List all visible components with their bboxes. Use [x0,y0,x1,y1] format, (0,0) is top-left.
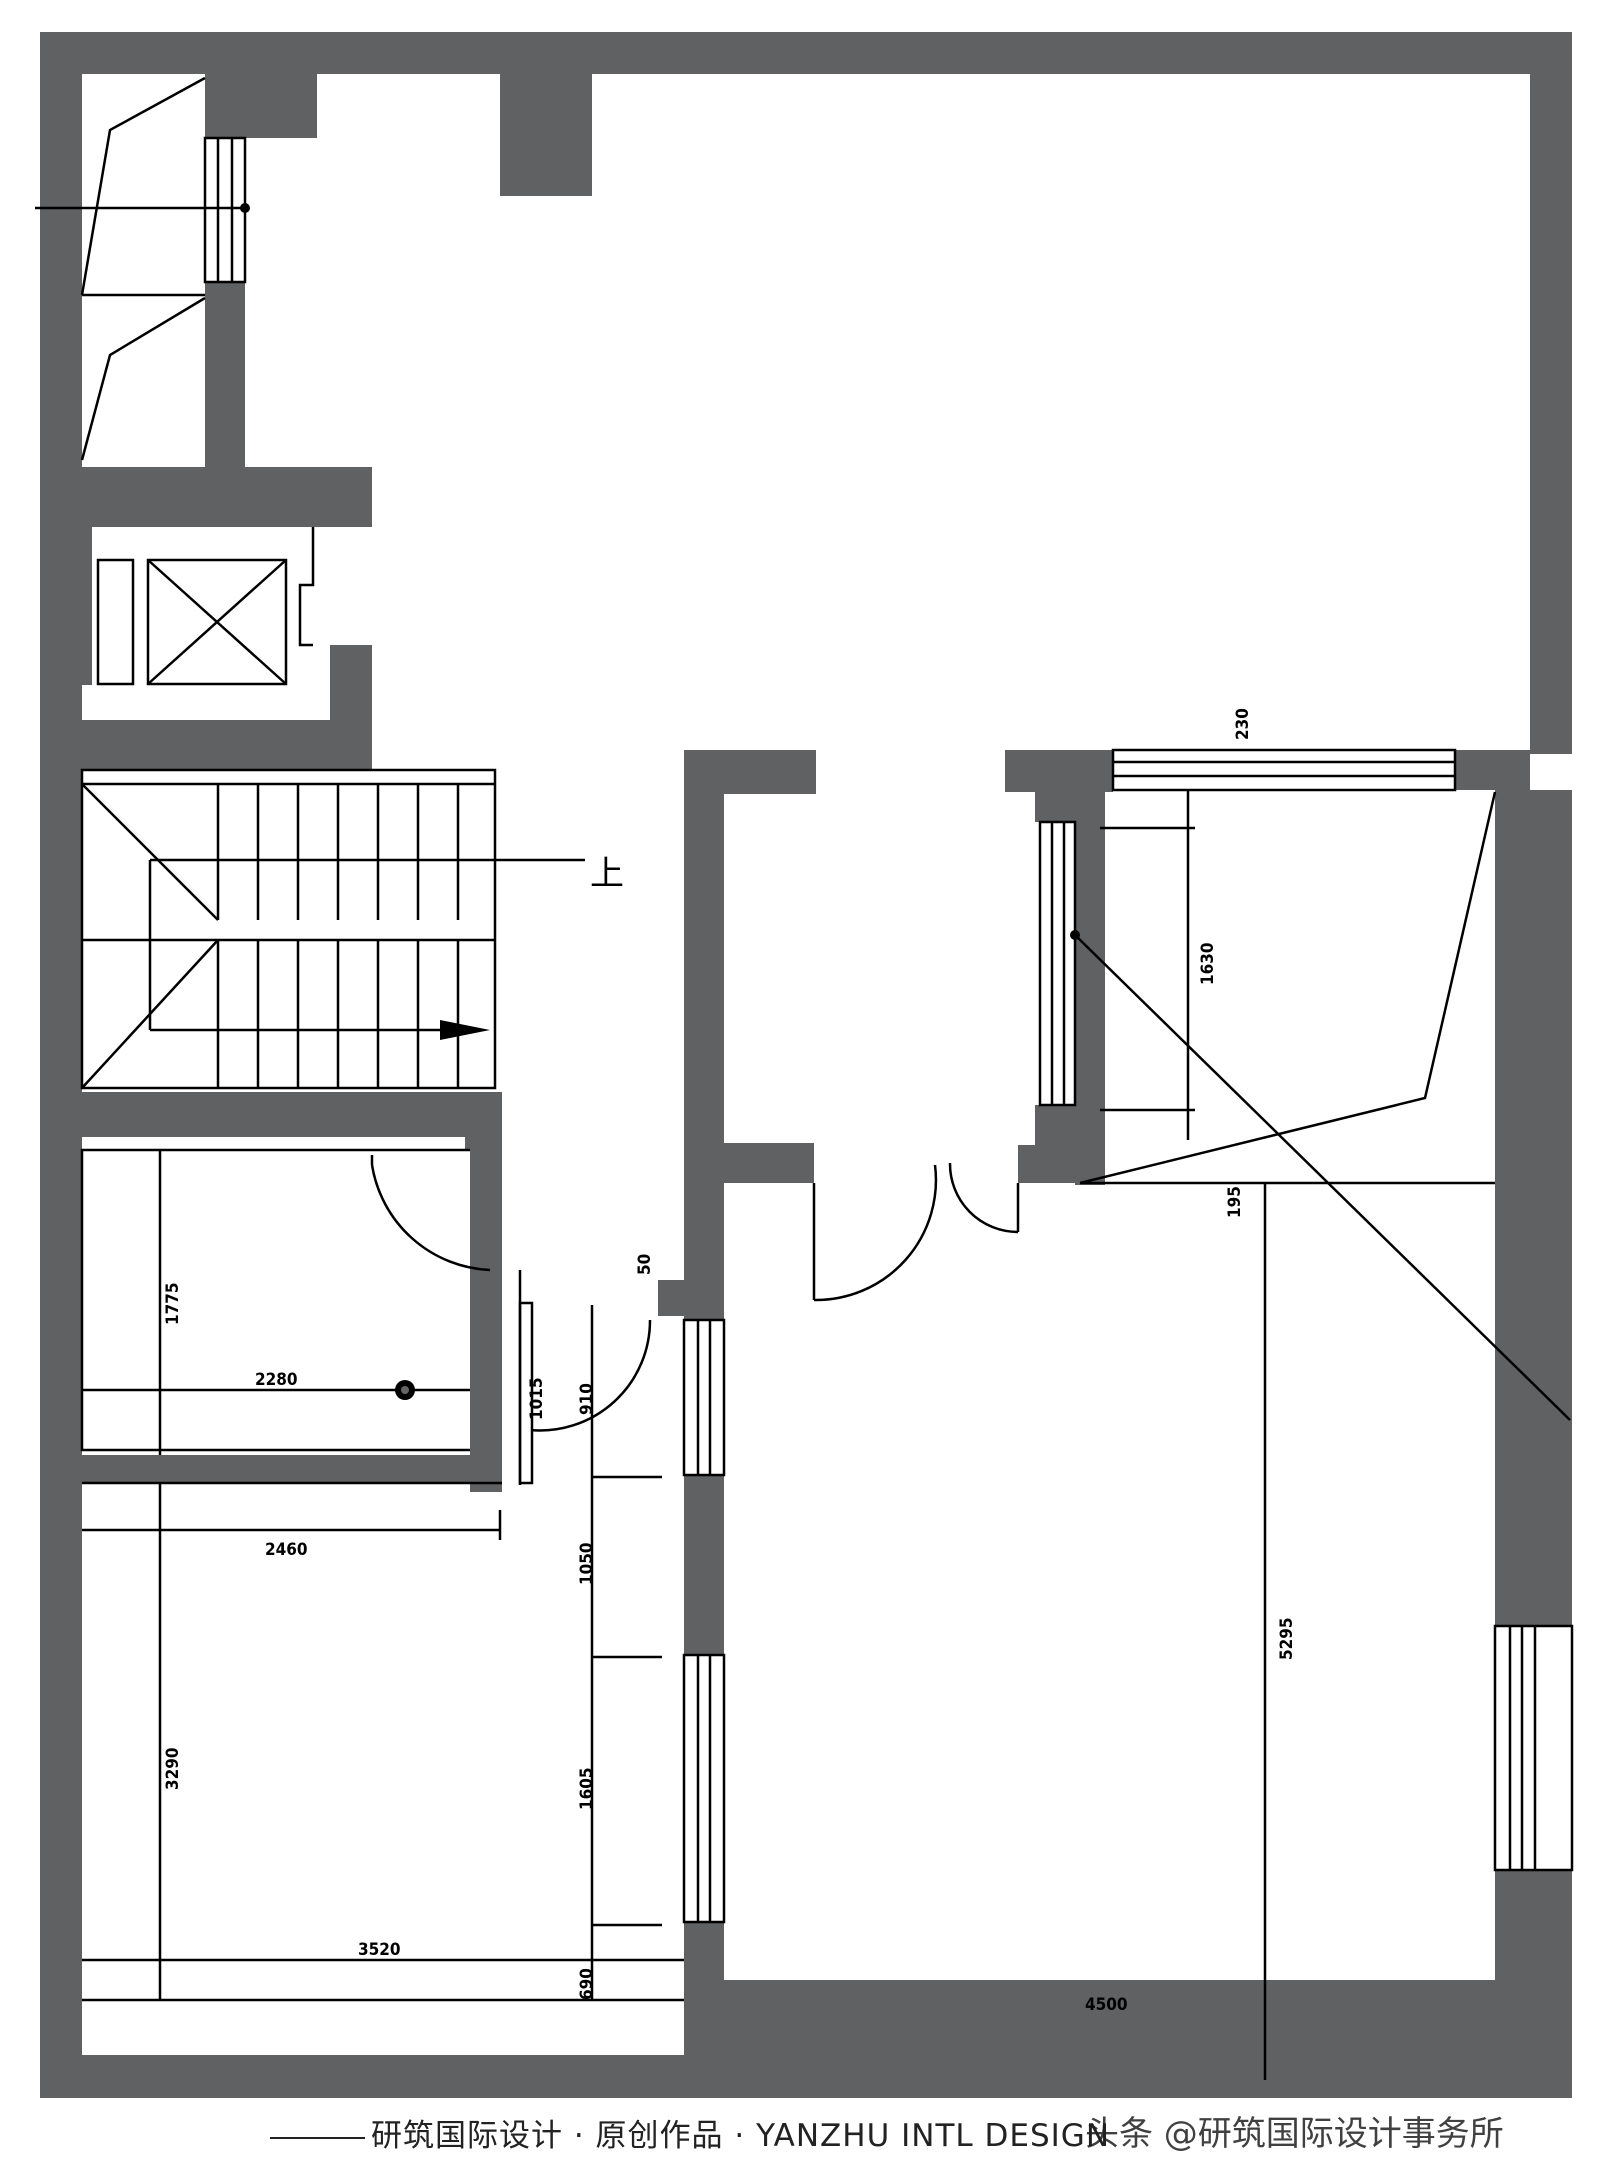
dimension-labels: 230 1630 195 1775 2280 50 1015 910 2460 … [163,708,1297,2015]
stair-treads [216,784,460,1088]
dim-50: 50 [635,1254,655,1275]
dim-2280: 2280 [255,1370,298,1390]
dim-1605: 1605 [577,1767,597,1810]
staircase: 上 [80,768,624,1090]
elevator [96,527,315,686]
dim-3520: 3520 [358,1940,401,1960]
left-rooms [80,1140,684,2002]
top-left-shelving [35,76,250,461]
pivot-dot-right [1070,930,1080,940]
dim-3290: 3290 [163,1747,183,1790]
dim-1050: 1050 [577,1542,597,1585]
dim-195: 195 [1225,1186,1245,1218]
dim-1775: 1775 [163,1282,183,1325]
dim-5295: 5295 [1277,1617,1297,1660]
dim-230: 230 [1233,708,1253,740]
center-doors [812,1162,1020,1302]
dim-4500: 4500 [1085,1995,1128,2015]
dim-1630: 1630 [1198,942,1218,985]
watermark: 头条 @研筑国际设计事务所 [1085,2114,1504,2154]
corridor-windows [590,1305,726,2000]
right-bay [1038,748,1571,2080]
credit-footer: 研筑国际设计 · 原创作品 · YANZHU INTL DESIGN [270,2110,1110,2155]
dim-690: 690 [577,1968,597,2000]
dim-1015: 1015 [527,1377,547,1420]
stair-up-label: 上 [590,854,624,894]
dim-2460: 2460 [265,1540,308,1560]
interior-walls [82,74,1530,2098]
outer-walls [40,32,1572,2098]
pivot-dot [240,203,250,213]
right-room-windows [1493,1624,1574,1872]
dim-910: 910 [577,1383,597,1415]
stair-arrow [440,1020,490,1040]
credit-text: 研筑国际设计 · 原创作品 · YANZHU INTL DESIGN [371,2118,1111,2154]
